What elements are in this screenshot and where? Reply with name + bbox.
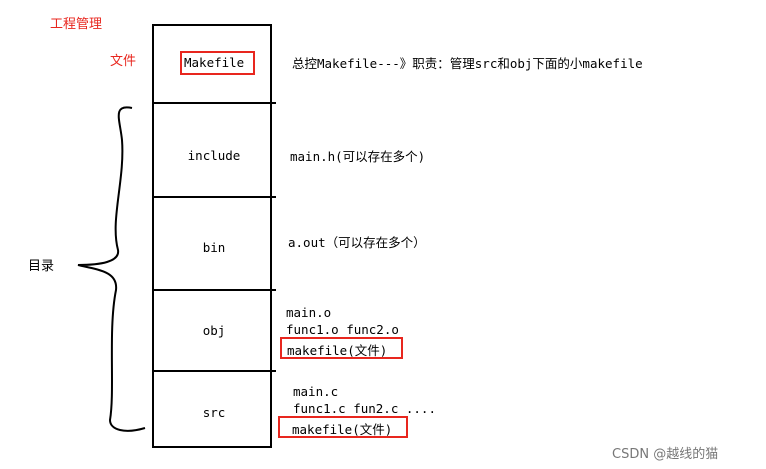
cell-include: include xyxy=(187,148,241,163)
note-obj-line2: func1.o func2.o xyxy=(286,322,399,337)
note-include: main.h(可以存在多个) xyxy=(290,149,426,164)
row-divider xyxy=(152,370,276,372)
row-divider xyxy=(152,196,276,198)
note-makefile: 总控Makefile---》职责：管理src和obj下面的小makefile xyxy=(292,56,643,71)
project-structure-column xyxy=(152,24,272,448)
cell-makefile: Makefile xyxy=(184,55,245,70)
cell-obj: obj xyxy=(202,323,226,338)
row-divider xyxy=(152,289,276,291)
directory-brace xyxy=(77,106,146,432)
makefile-highlight-box xyxy=(180,51,255,75)
watermark: CSDN @越线的猫 xyxy=(612,447,719,462)
cell-bin: bin xyxy=(202,240,226,255)
src-makefile-highlight-box xyxy=(278,416,408,438)
cell-src: src xyxy=(202,405,226,420)
file-label: 文件 xyxy=(110,54,137,69)
note-src-line2: func1.c fun2.c .... xyxy=(293,401,436,416)
row-divider xyxy=(152,102,276,104)
directory-label: 目录 xyxy=(28,259,55,274)
note-obj-makefile: makefile(文件) xyxy=(287,343,388,358)
note-obj-line1: main.o xyxy=(286,305,332,320)
note-bin: a.out（可以存在多个） xyxy=(288,235,426,250)
diagram-title: 工程管理 xyxy=(50,17,103,32)
note-src-makefile: makefile(文件) xyxy=(292,422,393,437)
note-src-line1: main.c xyxy=(293,384,339,399)
obj-makefile-highlight-box xyxy=(280,337,403,359)
